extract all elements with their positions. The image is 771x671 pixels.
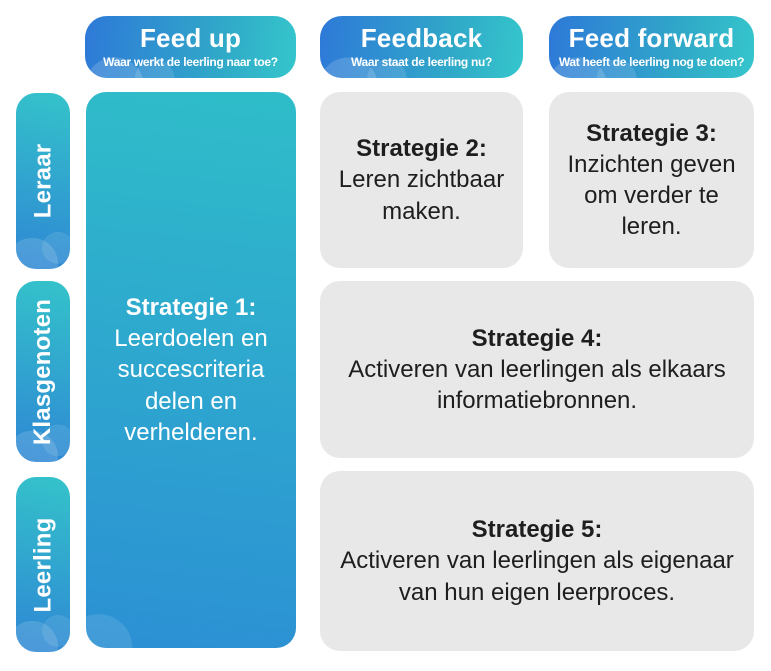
column-title-feed-up: Feed up <box>139 23 242 54</box>
column-subtitle-feed-up: Waar werkt de leerling naar toe? <box>103 54 278 69</box>
column-header-feedback: Feedback Waar staat de leerling nu? <box>320 16 523 78</box>
column-subtitle-feedback: Waar staat de leerling nu? <box>350 54 493 69</box>
row-label-leraar: Leraar <box>16 93 70 269</box>
strategy-cell-5: Strategie 5: Activeren van leerlingen al… <box>320 471 754 651</box>
strategy-1-heading: Strategie 1: <box>125 294 257 322</box>
strategy-5-heading: Strategie 5: <box>471 516 603 544</box>
row-label-text-leerling: Leerling <box>29 517 57 612</box>
column-title-feedback: Feedback <box>360 23 483 54</box>
strategy-cell-1: Strategie 1: Leerdoelen en succescriteri… <box>86 92 296 648</box>
strategy-2-heading: Strategie 2: <box>356 135 487 163</box>
row-label-klasgenoten: Klasgenoten <box>16 281 70 462</box>
strategy-3-body: Inzichten geven om verder te leren. <box>567 150 736 241</box>
row-label-text-leraar: Leraar <box>29 143 56 219</box>
strategy-4-body: Activeren van leerlingen als elkaars inf… <box>348 355 726 415</box>
column-header-feed-forward: Feed forward Wat heeft de leerling nog t… <box>549 16 754 78</box>
column-title-feed-forward: Feed forward <box>568 23 735 54</box>
strategy-cell-4: Strategie 4: Activeren van leerlingen al… <box>320 281 754 458</box>
strategy-3-heading: Strategie 3: <box>586 119 717 147</box>
strategy-1-body: Leerdoelen en succescriteria delen en ve… <box>114 325 268 446</box>
row-label-leerling: Leerling <box>16 477 70 652</box>
strategy-cell-2: Strategie 2: Leren zichtbaar maken. <box>320 92 523 268</box>
column-subtitle-feed-forward: Wat heeft de leerling nog te doen? <box>558 54 745 69</box>
strategy-5-body: Activeren van leerlingen als eigenaar va… <box>340 547 734 606</box>
strategy-cell-3: Strategie 3: Inzichten geven om verder t… <box>549 92 754 268</box>
column-header-feed-up: Feed up Waar werkt de leerling naar toe? <box>85 16 296 78</box>
row-label-text-klasgenoten: Klasgenoten <box>29 298 57 445</box>
strategy-4-heading: Strategie 4: <box>471 324 603 352</box>
strategy-2-body: Leren zichtbaar maken. <box>338 166 505 225</box>
